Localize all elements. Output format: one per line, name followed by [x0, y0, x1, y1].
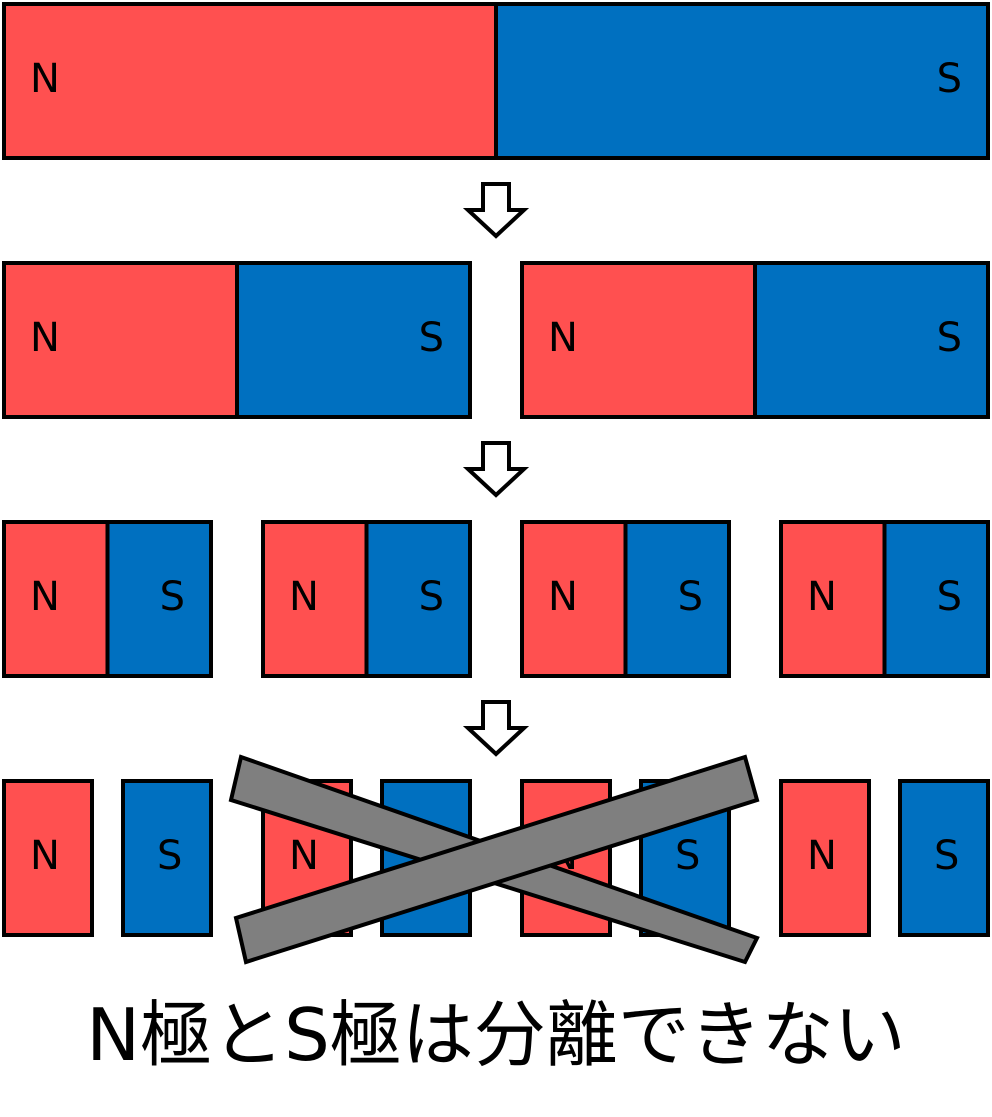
north-pole — [520, 261, 757, 419]
north-label: N — [30, 315, 60, 361]
down-arrow-icon — [462, 182, 530, 239]
south-pole — [364, 520, 472, 678]
north-pole — [2, 779, 94, 937]
north-label: N — [548, 574, 578, 620]
south-label: S — [937, 315, 962, 361]
south-label: S — [934, 833, 959, 879]
south-pole — [753, 261, 990, 419]
north-label: N — [289, 574, 319, 620]
south-pole — [623, 520, 731, 678]
south-label: S — [937, 56, 962, 102]
arrows-layer — [462, 182, 530, 757]
south-label: S — [157, 833, 182, 879]
south-label: S — [937, 574, 962, 620]
north-pole — [261, 520, 369, 678]
north-label: N — [30, 574, 60, 620]
north-pole — [2, 2, 498, 160]
north-label: N — [548, 315, 578, 361]
south-pole — [898, 779, 990, 937]
north-label: N — [807, 833, 837, 879]
cross-out-mark — [228, 754, 760, 965]
south-pole — [494, 2, 990, 160]
north-pole — [779, 779, 871, 937]
south-label: S — [678, 574, 703, 620]
caption-text: N極とS極は分離できない — [86, 993, 906, 1077]
north-label: N — [30, 56, 60, 102]
x-mark-stroke-2 — [233, 754, 760, 965]
south-label: S — [160, 574, 185, 620]
down-arrow-icon — [462, 700, 530, 757]
south-pole — [235, 261, 472, 419]
south-pole — [105, 520, 213, 678]
south-pole — [121, 779, 213, 937]
north-label: N — [30, 833, 60, 879]
south-pole — [882, 520, 990, 678]
north-label: N — [289, 833, 319, 879]
south-label: S — [419, 315, 444, 361]
down-arrow-icon — [462, 441, 530, 498]
north-pole — [779, 520, 887, 678]
south-label: S — [675, 833, 700, 879]
south-label: S — [419, 574, 444, 620]
north-label: N — [807, 574, 837, 620]
